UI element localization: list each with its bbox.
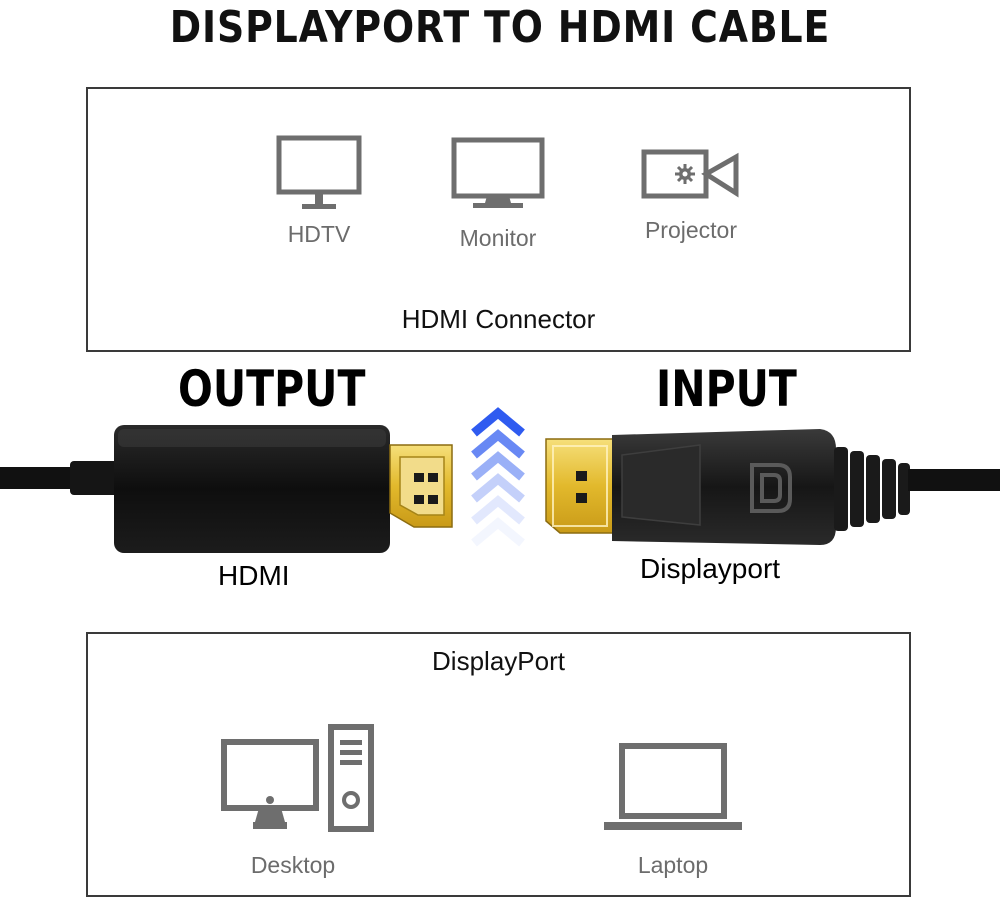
input-label: INPUT xyxy=(656,360,797,418)
cable-illustration xyxy=(0,407,1000,553)
hdtv-icon xyxy=(276,135,362,209)
laptop-icon xyxy=(604,743,742,830)
displayport-plug xyxy=(545,429,1000,545)
device-label: Laptop xyxy=(637,852,709,878)
device-desktop: Desktop xyxy=(218,722,378,879)
device-label: Projector xyxy=(644,217,738,243)
device-laptop: Laptop xyxy=(598,740,748,879)
direction-arrows xyxy=(471,407,525,547)
desktop-icon xyxy=(221,724,374,832)
projector-icon xyxy=(641,149,739,199)
device-label: Monitor xyxy=(459,225,537,251)
hdmi-devices-panel: HDTV Monitor Projector HDMI Connector xyxy=(86,87,911,352)
device-monitor: Monitor xyxy=(450,137,546,252)
device-hdtv: HDTV xyxy=(273,135,365,248)
hdmi-label: HDMI xyxy=(218,560,290,591)
displayport-devices-panel: DisplayPort Desktop Laptop xyxy=(86,632,911,897)
hdmi-cable xyxy=(0,461,120,495)
hdmi-connector-caption: HDMI Connector xyxy=(401,304,596,334)
displayport-caption: DisplayPort xyxy=(432,646,565,676)
page-title: DISPLAYPORT TO HDMI CABLE xyxy=(169,2,831,53)
monitor-icon xyxy=(451,137,545,208)
displayport-label: Displayport xyxy=(640,553,781,584)
output-label: OUTPUT xyxy=(178,360,366,418)
device-label: HDTV xyxy=(287,221,351,247)
hdmi-plug xyxy=(114,425,453,553)
device-projector: Projector xyxy=(636,149,746,244)
device-label: Desktop xyxy=(250,852,336,878)
